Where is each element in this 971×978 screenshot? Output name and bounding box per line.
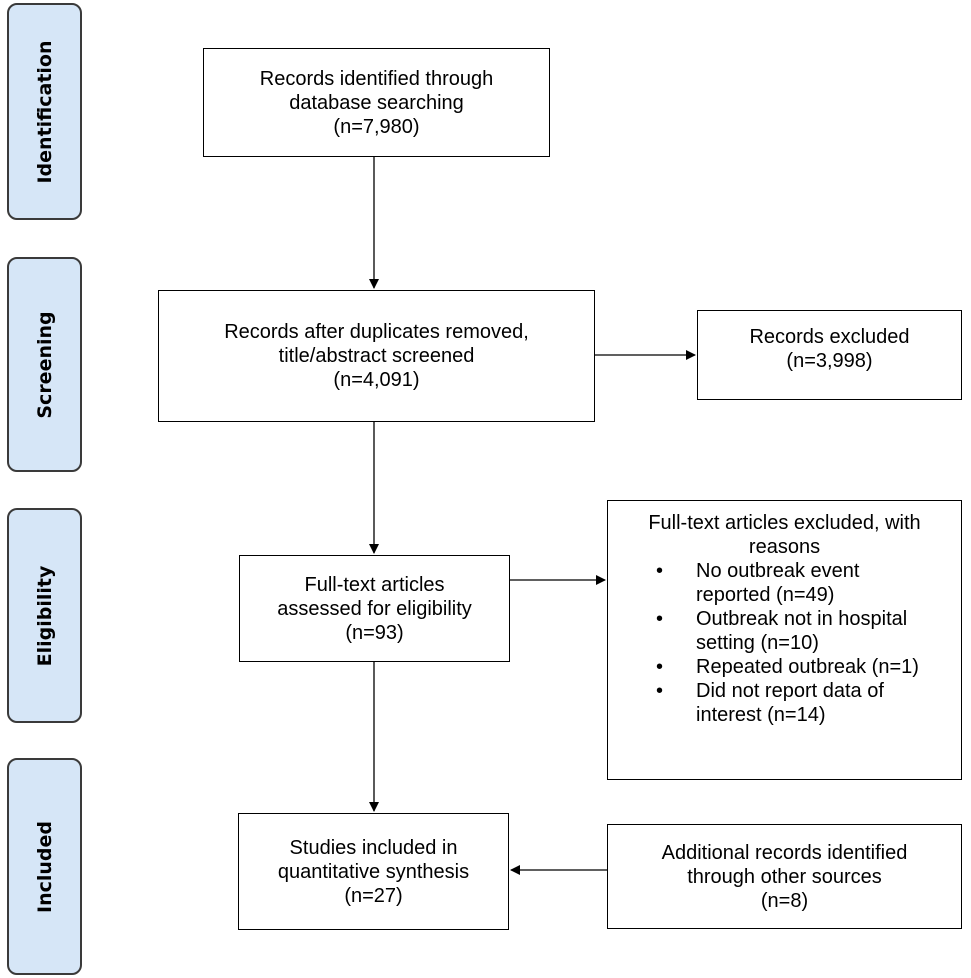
records-excluded-box: Records excluded (n=3,998) [697, 310, 962, 400]
additional-records-line1: Additional records identified [661, 841, 908, 864]
bullet-icon: • [656, 560, 664, 582]
exclusion-reasons-list: • No outbreak event reported (n=49) • Ou… [620, 559, 949, 727]
exclusion-reason-line1: Did not report data of [696, 680, 884, 702]
exclusion-reason-line1: Repeated outbreak (n=1) [696, 656, 919, 678]
records-excluded-count: (n=3,998) [786, 350, 873, 372]
exclusion-reason: • Repeated outbreak (n=1) [620, 655, 949, 679]
studies-included-line1: Studies included in [289, 836, 458, 859]
additional-records-count: (n=8) [760, 889, 809, 912]
records-identified-count: (n=7,980) [333, 115, 420, 138]
exclusion-reason-line2: reported (n=49) [696, 584, 835, 606]
records-screened-box: Records after duplicates removed, title/… [158, 290, 595, 422]
records-screened-count: (n=4,091) [333, 369, 420, 391]
records-identified-line1: Records identified through [259, 67, 494, 90]
exclusion-reason-line2: interest (n=14) [696, 704, 826, 726]
exclusion-reason-line1: No outbreak event [696, 560, 860, 582]
fulltext-assessed-line1: Full-text articles [304, 573, 445, 596]
fulltext-assessed-line2: assessed for eligibility [277, 597, 472, 620]
fulltext-excluded-line2: reasons [748, 536, 821, 558]
phase-identification: Identification [7, 3, 82, 220]
records-screened-line1: Records after duplicates removed, [224, 321, 529, 343]
additional-records-line2: through other sources [687, 865, 882, 888]
records-identified-box: Records identified through database sear… [203, 48, 550, 157]
records-identified-line2: database searching [289, 91, 464, 114]
additional-records-box: Additional records identified through ot… [607, 824, 962, 929]
exclusion-reason: • Outbreak not in hospital setting (n=10… [620, 607, 949, 655]
records-excluded-line1: Records excluded [749, 326, 910, 348]
studies-included-count: (n=27) [344, 884, 403, 907]
phase-included: Included [7, 758, 82, 975]
studies-included-line2: quantitative synthesis [277, 860, 470, 883]
exclusion-reason: • Did not report data of interest (n=14) [620, 679, 949, 727]
phase-screening: Screening [7, 257, 82, 472]
exclusion-reason-line2: setting (n=10) [696, 632, 819, 654]
fulltext-excluded-box: Full-text articles excluded, with reason… [607, 500, 962, 780]
bullet-icon: • [656, 608, 664, 630]
fulltext-assessed-count: (n=93) [345, 621, 404, 644]
phase-eligibility: Eligibility [7, 508, 82, 723]
records-screened-line2: title/abstract screened [278, 345, 475, 367]
bullet-icon: • [656, 656, 664, 678]
exclusion-reason-line1: Outbreak not in hospital [696, 608, 908, 630]
fulltext-assessed-box: Full-text articles assessed for eligibil… [239, 555, 510, 662]
bullet-icon: • [656, 680, 664, 702]
studies-included-box: Studies included in quantitative synthes… [238, 813, 509, 930]
fulltext-excluded-line1: Full-text articles excluded, with [648, 512, 921, 534]
exclusion-reason: • No outbreak event reported (n=49) [620, 559, 949, 607]
